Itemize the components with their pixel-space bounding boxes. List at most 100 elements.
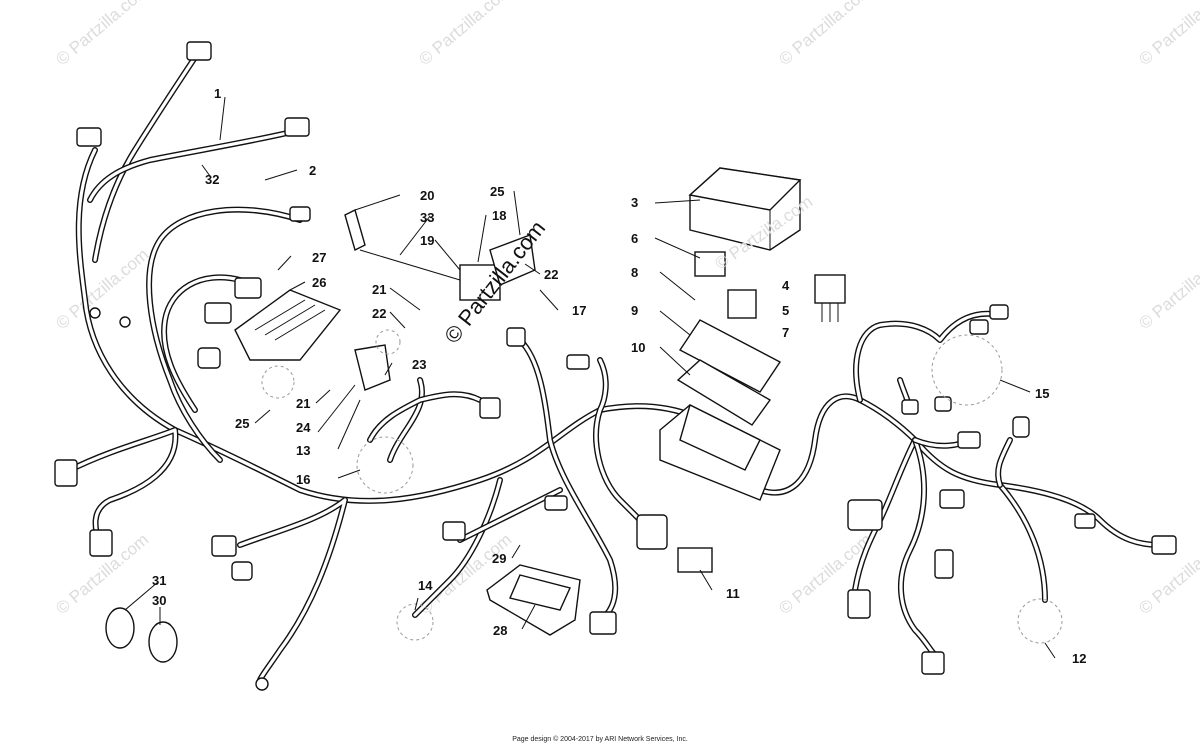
connector xyxy=(934,549,954,579)
connector xyxy=(89,529,113,557)
fuse-box-cover xyxy=(688,167,802,251)
callout-23: 23 xyxy=(412,357,426,372)
callout-17: 17 xyxy=(572,303,586,318)
fuse-block xyxy=(659,403,781,501)
connector xyxy=(957,431,981,449)
connector xyxy=(197,347,221,369)
callout-20: 20 xyxy=(420,188,434,203)
watermark: © Partzilla.com xyxy=(775,0,875,69)
switch-parts xyxy=(344,208,536,301)
connector xyxy=(969,319,989,335)
connector xyxy=(234,277,262,299)
watermark: © Partzilla.com xyxy=(415,0,515,69)
connector xyxy=(566,354,590,370)
gaskets xyxy=(676,319,782,426)
connector xyxy=(1012,416,1030,438)
watermark: © Partzilla.com xyxy=(1135,0,1200,69)
callout-11: 11 xyxy=(726,586,740,601)
watermark-center: © Partzilla.com xyxy=(439,216,550,348)
callout-25-upper: 25 xyxy=(490,184,504,199)
callout-3: 3 xyxy=(631,195,638,210)
callout-27: 27 xyxy=(312,250,326,265)
connector xyxy=(989,304,1009,320)
callout-22-right: 22 xyxy=(544,267,558,282)
connector xyxy=(847,589,871,619)
connector xyxy=(284,117,310,137)
watermark: © Partzilla.com xyxy=(1135,245,1200,333)
seal-10 xyxy=(676,359,772,426)
connector xyxy=(901,399,919,415)
callout-4: 4 xyxy=(782,278,790,293)
clamp-30 xyxy=(148,621,178,663)
callout-32: 32 xyxy=(205,172,219,187)
callout-33: 33 xyxy=(420,210,434,225)
callout-5: 5 xyxy=(782,303,789,318)
callout-31: 31 xyxy=(152,573,166,588)
callout-10: 10 xyxy=(631,340,645,355)
callout-28: 28 xyxy=(493,623,507,638)
callout-30: 30 xyxy=(152,593,166,608)
relay xyxy=(677,547,713,573)
connector xyxy=(442,521,466,541)
connector xyxy=(506,327,526,347)
callout-21-lower: 21 xyxy=(296,396,310,411)
callout-labels: 1 2 3 4 5 6 7 8 9 10 11 12 13 14 15 16 1… xyxy=(152,86,1086,666)
connector xyxy=(939,489,965,509)
clamps xyxy=(105,607,178,663)
callout-16: 16 xyxy=(296,472,310,487)
relay-4 xyxy=(727,289,757,319)
clamp-31 xyxy=(105,607,135,649)
ecu xyxy=(486,564,581,636)
connector xyxy=(636,514,668,550)
callout-29: 29 xyxy=(492,551,506,566)
connector xyxy=(211,535,237,557)
connector xyxy=(589,611,617,635)
callout-7: 7 xyxy=(782,325,789,340)
connector xyxy=(231,561,253,581)
connector xyxy=(934,396,952,412)
connector xyxy=(1074,513,1096,529)
callout-22-left: 22 xyxy=(372,306,386,321)
page-footer: Page design © 2004-2017 by ARI Network S… xyxy=(512,736,688,743)
callout-9: 9 xyxy=(631,303,638,318)
connector xyxy=(289,206,311,222)
connector xyxy=(186,41,212,61)
connector xyxy=(847,499,883,531)
callout-18: 18 xyxy=(492,208,506,223)
switch xyxy=(459,264,501,301)
callout-12: 12 xyxy=(1072,651,1086,666)
relay-6 xyxy=(694,251,726,277)
connector xyxy=(921,651,945,675)
connector xyxy=(76,127,102,147)
watermark: © Partzilla.com xyxy=(52,245,152,333)
relay-5 xyxy=(814,274,846,304)
connector xyxy=(204,302,232,324)
ring-terminals xyxy=(89,307,269,691)
callout-25-lower: 25 xyxy=(235,416,249,431)
connector xyxy=(54,459,78,487)
voltage-regulator xyxy=(234,289,342,361)
harness-connectors xyxy=(54,41,1177,675)
callout-26: 26 xyxy=(312,275,326,290)
leader-lines xyxy=(124,96,1056,659)
connector xyxy=(1151,535,1177,555)
watermark: © Partzilla.com xyxy=(52,0,152,69)
connector xyxy=(479,397,501,419)
relay-11 xyxy=(677,547,713,573)
ring-terminal xyxy=(119,316,131,328)
detail-circles xyxy=(261,329,1063,644)
connector xyxy=(544,495,568,511)
callout-6: 6 xyxy=(631,231,638,246)
callout-24: 24 xyxy=(296,420,311,435)
callout-15: 15 xyxy=(1035,386,1049,401)
callout-19: 19 xyxy=(420,233,434,248)
callout-21-upper: 21 xyxy=(372,282,386,297)
callout-14: 14 xyxy=(418,578,433,593)
ring-terminal xyxy=(255,677,269,691)
ring-terminal xyxy=(89,307,101,319)
callout-8: 8 xyxy=(631,265,638,280)
harness-cables xyxy=(67,47,1163,683)
callout-1: 1 xyxy=(214,86,221,101)
callout-2: 2 xyxy=(309,163,316,178)
